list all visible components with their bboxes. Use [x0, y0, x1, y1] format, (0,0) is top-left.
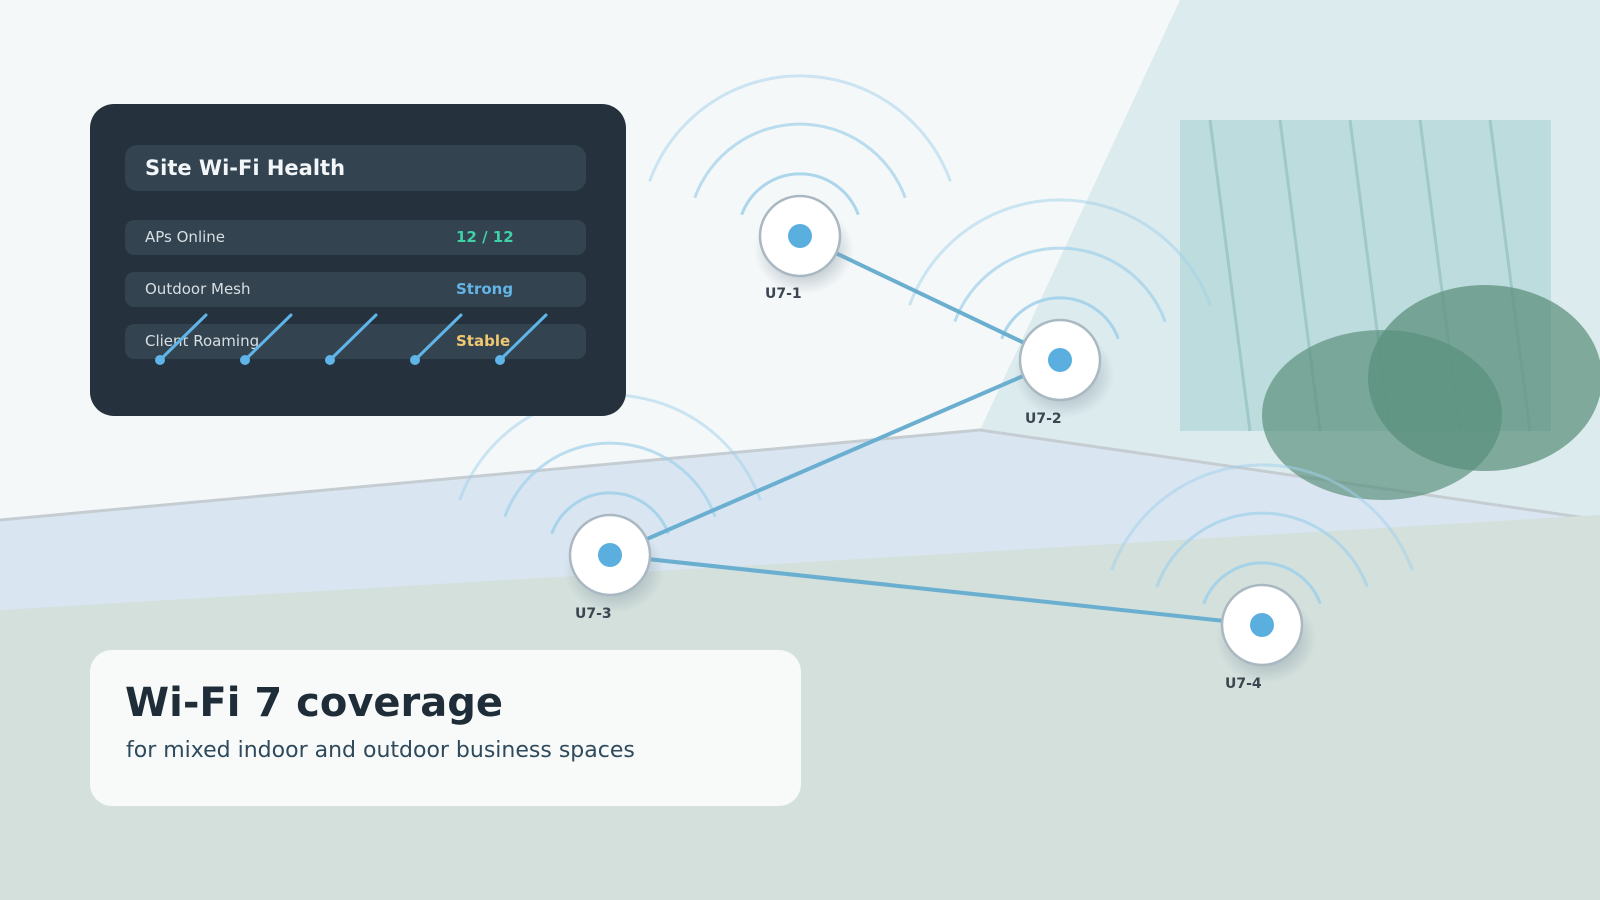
wifi-access-point-icon: U7-1: [754, 194, 854, 302]
ap-label: U7-2: [1025, 411, 1062, 427]
wifi-signal-icon: [908, 198, 1212, 340]
signal-arc: [953, 246, 1167, 323]
stat-value: Strong: [456, 280, 514, 298]
wifi-access-point-icon: U7-3: [564, 513, 664, 622]
wifi-signal-icon: [1110, 463, 1414, 605]
signal-arc: [550, 491, 670, 535]
signal-arc: [1110, 463, 1414, 571]
signal-arc: [693, 122, 907, 199]
mesh-link-line: [608, 358, 1062, 557]
signal-arc: [1202, 561, 1322, 605]
headline-card: Wi-Fi 7 coverage for mixed indoor and ou…: [90, 650, 801, 806]
stat-label: Outdoor Mesh: [145, 280, 251, 298]
signal-arc: [648, 74, 952, 182]
stat-value: Stable: [456, 332, 511, 350]
ap-status-dot: [1048, 348, 1072, 372]
stat-row-outdoor-mesh: Outdoor Mesh Strong: [125, 272, 586, 307]
wifi-signal-icon: [648, 74, 952, 216]
ap-label: U7-3: [575, 606, 612, 622]
signal-arc: [1000, 296, 1120, 340]
panel-title: Site Wi-Fi Health: [125, 145, 586, 191]
tree-canopy: [1262, 330, 1502, 500]
site-wifi-health-panel: Site Wi-Fi Health APs Online 12 / 12 Out…: [90, 104, 626, 416]
signal-arc: [1155, 511, 1369, 588]
headline-subtitle: for mixed indoor and outdoor business sp…: [126, 738, 635, 763]
ap-label: U7-1: [765, 286, 802, 302]
stat-label: APs Online: [145, 228, 226, 246]
stat-label: Client Roaming: [145, 332, 260, 350]
stat-row-client-roaming: Client Roaming Stable: [125, 324, 586, 359]
ap-label: U7-4: [1225, 676, 1262, 692]
access-points: U7-1U7-2U7-3U7-4: [564, 194, 1316, 692]
signal-arcs: [458, 74, 1414, 605]
ap-status-dot: [1250, 613, 1274, 637]
signal-arc: [503, 441, 717, 518]
headline-title: Wi-Fi 7 coverage: [125, 680, 504, 726]
signal-arc: [740, 172, 860, 216]
stat-value: 12 / 12: [456, 228, 514, 246]
wifi-access-point-icon: U7-4: [1216, 583, 1316, 692]
signal-arc: [908, 198, 1212, 306]
ap-status-dot: [788, 224, 812, 248]
ap-status-dot: [598, 543, 622, 567]
stat-row-aps-online: APs Online 12 / 12: [125, 220, 586, 255]
mesh-link-line: [608, 553, 1264, 627]
indoor-floor: [0, 430, 1600, 610]
wifi-access-point-icon: U7-2: [1014, 318, 1114, 427]
